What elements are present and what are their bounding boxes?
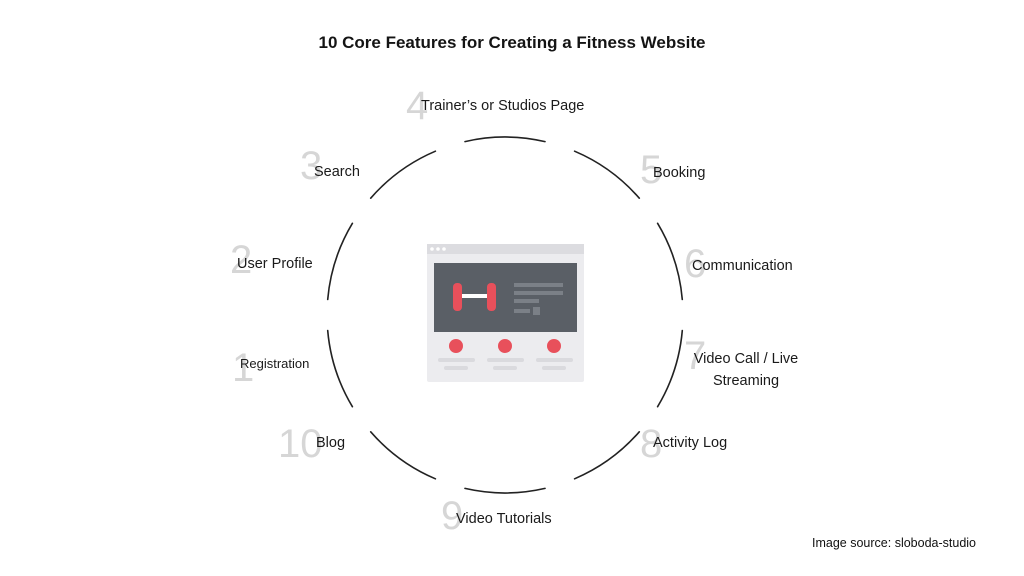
feature-dot bbox=[547, 339, 561, 353]
feature-number: 9 bbox=[441, 494, 464, 538]
window-dot bbox=[436, 247, 440, 251]
text-line bbox=[536, 358, 573, 362]
ring-arc-segment bbox=[326, 222, 354, 301]
ring-arc-segment bbox=[369, 431, 437, 480]
text-line bbox=[514, 309, 530, 313]
text-line bbox=[438, 358, 475, 362]
window-dot bbox=[442, 247, 446, 251]
ring-arc-segment bbox=[326, 329, 354, 408]
ring-arc-segment bbox=[464, 136, 546, 143]
ring-arc-segment bbox=[656, 329, 684, 408]
feature-label: Blog bbox=[316, 435, 346, 451]
ring-arc-segment bbox=[573, 150, 641, 199]
feature-number: 6 bbox=[684, 242, 707, 286]
feature-number: 8 bbox=[640, 422, 663, 466]
feature-dot bbox=[498, 339, 512, 353]
ring-arc-segment bbox=[573, 431, 641, 480]
text-line bbox=[542, 366, 566, 370]
feature-number: 5 bbox=[640, 148, 663, 192]
browser-titlebar bbox=[427, 244, 584, 254]
diagram-title: 10 Core Features for Creating a Fitness … bbox=[318, 33, 706, 52]
feature-number: 4 bbox=[406, 84, 429, 128]
text-line bbox=[533, 307, 540, 315]
feature-label: Video Tutorials bbox=[456, 511, 552, 527]
text-line bbox=[444, 366, 468, 370]
ring-arc-segment bbox=[464, 487, 546, 494]
feature-dot bbox=[449, 339, 463, 353]
feature-label: Registration bbox=[240, 356, 310, 371]
dumbbell-icon bbox=[453, 283, 496, 311]
text-line bbox=[493, 366, 517, 370]
text-line bbox=[514, 299, 539, 303]
feature-label: Booking bbox=[653, 165, 706, 181]
text-line bbox=[487, 358, 524, 362]
text-line bbox=[514, 291, 563, 295]
text-line bbox=[514, 283, 563, 287]
feature-label: Trainer’s or Studios Page bbox=[421, 98, 585, 114]
feature-label: Communication bbox=[692, 258, 793, 274]
feature-number: 3 bbox=[300, 144, 323, 188]
feature-label: User Profile bbox=[237, 256, 313, 272]
ring-arc-segment bbox=[369, 150, 437, 199]
feature-number: 1 bbox=[232, 346, 255, 390]
image-source-caption: Image source: sloboda-studio bbox=[812, 536, 976, 550]
feature-label: Video Call / Live Streaming bbox=[693, 351, 799, 390]
window-dot bbox=[430, 247, 434, 251]
ring-arc-segment bbox=[656, 222, 684, 301]
feature-number: 10 bbox=[278, 422, 323, 466]
feature-number: 2 bbox=[230, 238, 253, 282]
feature-number: 7 bbox=[684, 334, 707, 378]
feature-label: Search bbox=[314, 164, 360, 180]
feature-label: Activity Log bbox=[653, 435, 728, 451]
browser-window-icon bbox=[427, 244, 584, 382]
